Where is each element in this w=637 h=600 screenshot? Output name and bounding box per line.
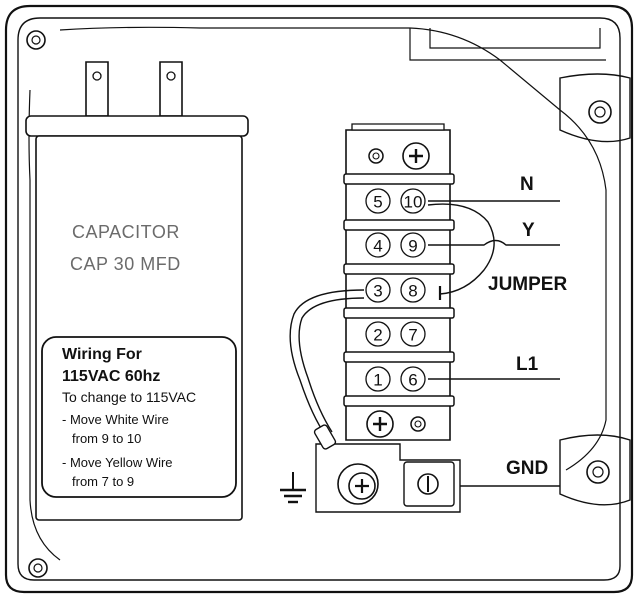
terminal-8 (400, 277, 426, 303)
terminal-label-4: 4 (373, 237, 382, 256)
wiring-note-step1-line2: from 9 to 10 (72, 431, 141, 446)
mount-hole-bottom-left (28, 558, 48, 578)
terminal-5 (365, 188, 391, 214)
terminal-1 (365, 366, 391, 392)
mount-hole-bottom-right (559, 434, 631, 506)
wiring-note-title-line2: 115VAC 60hz (62, 368, 160, 385)
terminal-dividers (343, 173, 455, 407)
wire-label-n: N (520, 174, 534, 195)
wiring-note: Wiring For 115VAC 60hz To change to 115V… (41, 336, 237, 498)
terminal-row-5: 1 6 (365, 366, 426, 392)
terminal-4 (365, 232, 391, 258)
terminal-label-3: 3 (373, 282, 382, 301)
wiring-note-line3: To change to 115VAC (62, 389, 196, 405)
terminal-label-8: 8 (408, 282, 417, 301)
wire-jumper (427, 203, 495, 295)
capacitor-label-line2: CAP 30 MFD (70, 254, 181, 274)
terminal-label-6: 6 (408, 371, 417, 390)
enclosure (4, 4, 634, 594)
ground-lug (313, 424, 461, 513)
terminal-9 (400, 232, 426, 258)
wire-ground-loop-inner (298, 297, 365, 433)
terminal-label-1: 1 (373, 371, 382, 390)
terminal-row-4: 2 7 (365, 321, 426, 347)
mount-hole-top-right (559, 73, 631, 143)
terminal-row-3: 3 8 (365, 277, 426, 303)
wire-y (428, 239, 560, 246)
terminal-label-10: 10 (404, 193, 423, 212)
terminal-6 (400, 366, 426, 392)
terminal-row-1: 5 10 (365, 188, 426, 214)
wire-label-jumper: JUMPER (488, 274, 567, 295)
wires (289, 200, 560, 487)
wiring-note-step2-line1: - Move Yellow Wire (62, 455, 173, 470)
wire-label-y: Y (522, 220, 535, 241)
mount-hole-top-left (26, 30, 46, 50)
wiring-note-title-line1: Wiring For (62, 346, 142, 363)
wiring-note-step2-line2: from 7 to 9 (72, 474, 134, 489)
bottom-screw-small (410, 416, 426, 432)
top-screw-small (368, 148, 384, 164)
wire-label-gnd: GND (506, 458, 548, 479)
terminal-7 (400, 321, 426, 347)
terminal-10 (400, 188, 426, 214)
bottom-screw (366, 410, 394, 438)
wiring-note-step1-line1: - Move White Wire (62, 412, 169, 427)
terminal-3 (365, 277, 391, 303)
screw-icon (402, 142, 430, 170)
terminal-label-5: 5 (373, 193, 382, 212)
terminal-label-7: 7 (408, 326, 417, 345)
terminal-row-2: 4 9 (365, 232, 426, 258)
terminal-block: 5 10 4 9 3 8 2 7 1 6 (343, 123, 455, 441)
wire-label-l1: L1 (516, 354, 539, 375)
terminal-2 (365, 321, 391, 347)
terminal-label-9: 9 (408, 237, 417, 256)
ground-icon (280, 472, 306, 504)
wire-ground-loop (289, 289, 365, 437)
capacitor-label-line1: CAPACITOR (72, 222, 180, 242)
terminal-label-2: 2 (373, 326, 382, 345)
